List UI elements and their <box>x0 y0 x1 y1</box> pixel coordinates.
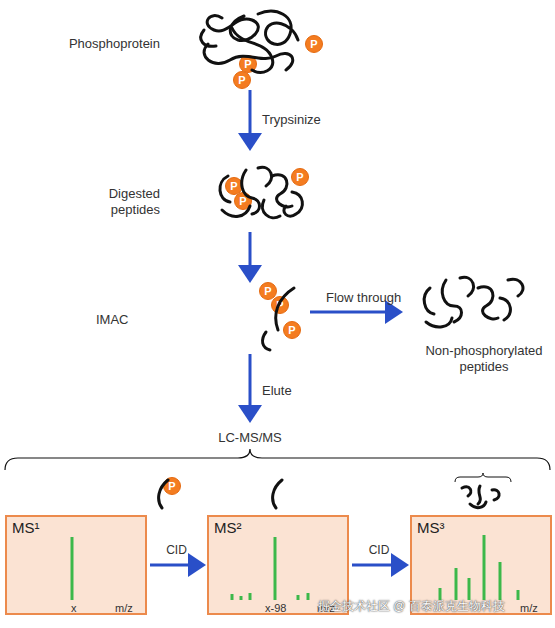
flow-arrow <box>249 354 252 420</box>
stage-label: Non-phosphorylated peptides <box>418 343 550 375</box>
peptide <box>258 167 272 186</box>
peptide <box>500 298 510 320</box>
spectrum-title: MS³ <box>417 519 445 536</box>
watermark: 掘金技术社区 @ 百泰派克生物科技 <box>318 598 554 615</box>
phospho-circle: P <box>283 321 301 339</box>
phospho-circle: P <box>163 477 181 495</box>
axis-label: m/z <box>520 602 538 614</box>
flow-arrow <box>310 311 400 314</box>
stage-label: Digested peptides <box>86 186 160 218</box>
protein-strand <box>201 30 216 46</box>
phospho-circle: P <box>291 168 309 186</box>
phospho-label: P <box>292 169 308 185</box>
stage-label: IMAC <box>96 312 156 328</box>
peptide <box>222 206 250 216</box>
spectrum-peak <box>249 593 252 600</box>
protein-strand <box>232 28 273 72</box>
fragment-icon <box>492 490 499 500</box>
peptide <box>272 175 292 207</box>
axis-label: m/z <box>115 602 133 614</box>
peptide <box>263 332 270 350</box>
peptide <box>508 279 523 296</box>
fragment-icon <box>462 487 471 496</box>
phospho-circle: P <box>233 71 251 89</box>
phospho-label: P <box>284 322 300 338</box>
peptide <box>276 288 294 330</box>
protein-strand <box>204 44 293 70</box>
stage-label: LC-MS/MS <box>190 430 310 446</box>
step-label: Flow through <box>326 290 416 306</box>
fragment-icon <box>478 486 480 504</box>
brace <box>455 473 511 482</box>
spectrum-title: MS¹ <box>12 519 40 536</box>
peptide <box>460 277 474 296</box>
peptide <box>424 288 434 314</box>
brace <box>5 449 550 470</box>
spectrum-peak <box>517 590 520 600</box>
cid-arrow <box>352 564 406 567</box>
step-label: Trypsinize <box>262 112 352 128</box>
spectrum-peak <box>71 537 74 600</box>
spectrum-peak <box>274 537 277 600</box>
spectrum-peak <box>483 535 486 600</box>
axis-label: x <box>71 602 77 614</box>
peptide-icon <box>273 480 282 508</box>
spectrum-title: MS² <box>214 519 242 536</box>
spectrum-peak <box>455 568 458 600</box>
peptide <box>426 318 452 327</box>
peptide <box>478 287 498 319</box>
flow-arrow <box>249 90 252 148</box>
spectrum-peak <box>297 595 300 600</box>
phospho-label: P <box>306 36 322 52</box>
peptide-icon <box>159 480 168 508</box>
peptide <box>220 176 230 202</box>
edge-label: CID <box>369 543 390 557</box>
spectrum-peak <box>240 596 243 600</box>
stage-label: Phosphoprotein <box>40 36 160 52</box>
peptide <box>284 192 302 216</box>
peptide <box>262 200 280 218</box>
flow-arrow <box>249 232 252 280</box>
axis-label: x-98 <box>265 602 286 614</box>
fragment-icon <box>470 502 486 508</box>
phospho-label: P <box>260 283 276 299</box>
edge-label: CID <box>166 543 187 557</box>
phospho-label: P <box>234 72 250 88</box>
phospho-circle: P <box>305 35 323 53</box>
cid-arrow <box>150 564 203 567</box>
step-label: Elute <box>262 383 322 399</box>
spectrum-peak <box>439 588 442 600</box>
spectrum-peak <box>499 562 502 600</box>
spectrum-peak <box>468 578 471 600</box>
protein-strand <box>258 11 298 44</box>
spectrum-peak <box>231 594 234 600</box>
peptide <box>442 280 461 322</box>
spectrum-peak <box>307 593 310 600</box>
spectrum-panel: MS¹ x m/z <box>5 515 147 615</box>
